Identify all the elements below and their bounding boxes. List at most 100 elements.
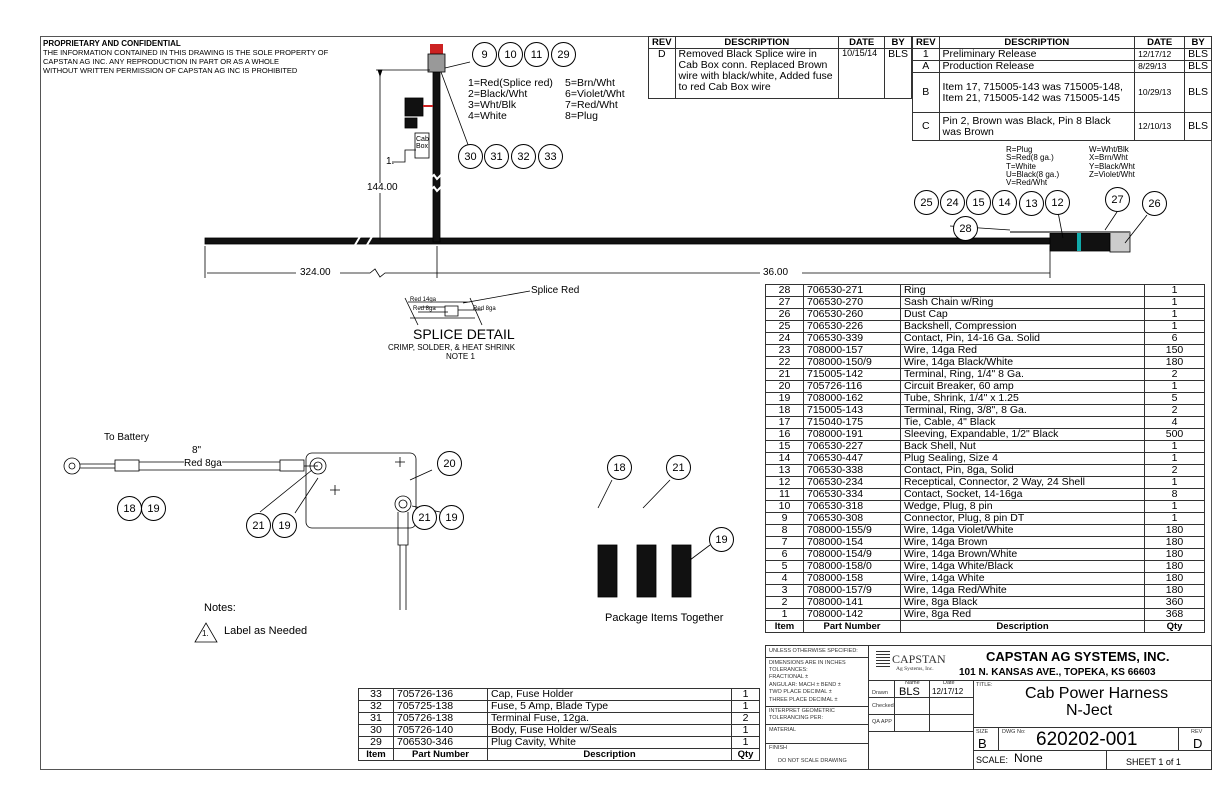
size-label: SIZE <box>976 729 989 735</box>
rev-header: REV <box>648 36 676 49</box>
bom-item: 8 <box>765 524 804 537</box>
bom-part-number: 708000-141 <box>803 596 901 609</box>
bom-qty: 180 <box>1144 548 1205 561</box>
pin: 8=Plug <box>565 110 598 122</box>
bom-item: 6 <box>765 548 804 561</box>
bom-part-number: 706530-346 <box>393 736 488 749</box>
pin: 5=Brn/Wht <box>565 77 615 89</box>
rev-by: BLS <box>884 48 912 99</box>
bom-part-number: 715005-143 <box>803 404 901 417</box>
bom-part-number: 708000-191 <box>803 428 901 441</box>
bom-description: Sleeving, Expandable, 1/2" Black <box>900 428 1145 441</box>
bom-item: 16 <box>765 428 804 441</box>
rev-date: 10/15/14 <box>838 48 886 99</box>
pin: R=Plug <box>1006 145 1033 154</box>
rev-date: 8/29/13 <box>1134 60 1186 73</box>
bom-description: Connector, Plug, 8 pin DT <box>900 512 1145 525</box>
drawing-subtitle: N-Ject <box>1066 702 1113 719</box>
bom-description: Ring <box>900 284 1145 297</box>
bom-item: 1 <box>765 608 804 621</box>
rev-desc: Pin 2, Brown was Black, Pin 8 Black was … <box>938 112 1136 141</box>
balloon: 21 <box>666 455 691 480</box>
bom-item: 4 <box>765 572 804 585</box>
bom-part-number: 708000-157/9 <box>803 584 901 597</box>
bom-description: Wedge, Plug, 8 pin <box>900 500 1145 513</box>
drawn-date: 12/17/12 <box>932 687 964 696</box>
balloon: 32 <box>511 144 536 169</box>
notice-title: PROPRIETARY AND CONFIDENTIAL <box>43 39 181 48</box>
desc-header: DESCRIPTION <box>674 36 840 49</box>
note-ref: 1. <box>386 156 395 167</box>
bom-description: Dust Cap <box>900 308 1145 321</box>
bom-qty: 8 <box>1144 488 1205 501</box>
rev-value: D <box>1193 736 1203 751</box>
bom-part-number: 705726-136 <box>393 688 488 701</box>
bom-qty: 1 <box>1144 500 1205 513</box>
bom-description: Sash Chain w/Ring <box>900 296 1145 309</box>
cab-box-label-box <box>414 132 430 159</box>
bom-qty: 180 <box>1144 560 1205 573</box>
tol-text: ANGULAR: MACH ± BEND ± <box>769 682 841 688</box>
drawing-title: Cab Power Harness <box>1025 685 1169 702</box>
balloon: 13 <box>1019 191 1044 216</box>
bom-item: 7 <box>765 536 804 549</box>
bom-part-number: 706530-270 <box>803 296 901 309</box>
bom-description: Tube, Shrink, 1/4" x 1.25 <box>900 392 1145 405</box>
splice-red-label: Splice Red <box>531 285 580 296</box>
tolerance-block: UNLESS OTHERWISE SPECIFIED: DIMENSIONS A… <box>766 646 869 770</box>
tol-text: FRACTIONAL ± <box>769 674 809 680</box>
bom-description: Wire, 14ga Violet/White <box>900 524 1145 537</box>
rev-by: BLS <box>1184 72 1212 113</box>
bom-description: Wire, 14ga White <box>900 572 1145 585</box>
bom-description: Fuse, 5 Amp, Blade Type <box>487 700 732 713</box>
main-cable <box>204 237 1056 245</box>
balloon: 30 <box>458 144 483 169</box>
balloon: 10 <box>498 42 523 67</box>
wire-label: Red 8ga <box>184 458 222 469</box>
bom-item: 12 <box>765 476 804 489</box>
bom-item: 10 <box>765 500 804 513</box>
balloon: 18 <box>117 496 142 521</box>
tol-text: TOLERANCES: <box>769 667 808 673</box>
notice-line: THE INFORMATION CONTAINED IN THIS DRAWIN… <box>43 48 329 57</box>
bom-part-number: 708000-162 <box>803 392 901 405</box>
rev-desc: Preliminary Release <box>938 48 1136 61</box>
tol-text: UNLESS OTHERWISE SPECIFIED: <box>769 648 858 654</box>
name-header: Name <box>905 679 920 686</box>
bom-item: 33 <box>358 688 394 701</box>
splice-detail-sub: CRIMP, SOLDER, & HEAT SHRINK <box>388 343 516 352</box>
tol-text: INTERPRET GEOMETRIC <box>769 708 835 714</box>
bom-qty: 1 <box>731 700 760 713</box>
red8-label: Red 8ga <box>473 306 496 312</box>
bom-description: Tie, Cable, 4" Black <box>900 416 1145 429</box>
tol-text: MATERIAL <box>769 727 797 733</box>
bom-item: 14 <box>765 452 804 465</box>
balloon: 24 <box>940 190 965 215</box>
rev-cell: B <box>912 72 940 113</box>
bom-part-number: 708000-154/9 <box>803 548 901 561</box>
bom-item: 22 <box>765 356 804 369</box>
bom-item: 26 <box>765 308 804 321</box>
bom-qty: 5 <box>1144 392 1205 405</box>
note1-number: 1. <box>202 629 209 638</box>
tol-text: TWO PLACE DECIMAL ± <box>769 689 832 695</box>
bom-part-number: 705726-116 <box>803 380 901 393</box>
red8-label: Red 8ga <box>413 306 436 312</box>
bom-part-number: 706530-318 <box>803 500 901 513</box>
bom-description: Contact, Pin, 14-16 Ga. Solid <box>900 332 1145 345</box>
